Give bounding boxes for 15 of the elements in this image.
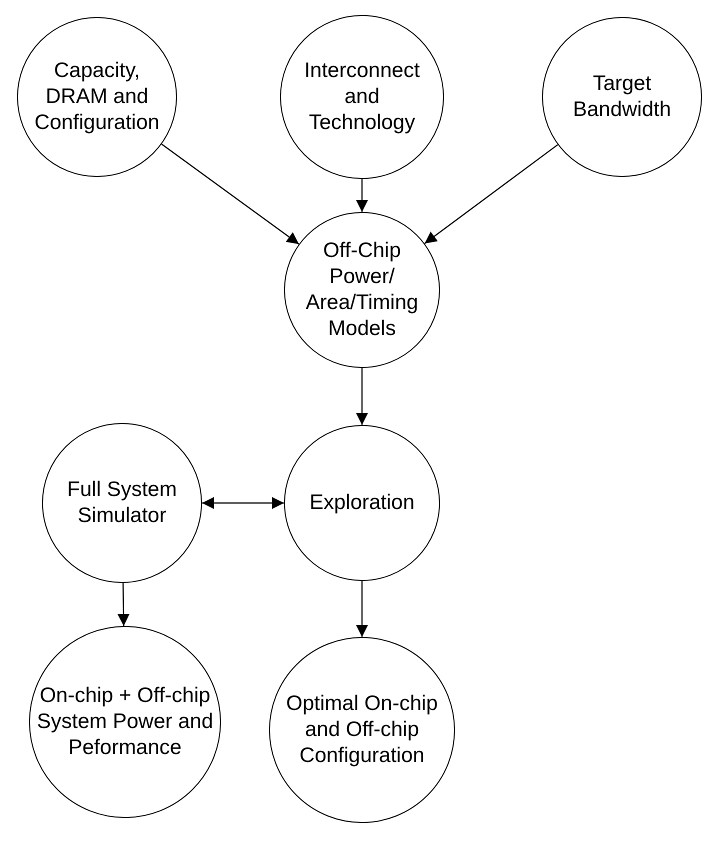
node-label: Target Bandwidth	[572, 70, 672, 123]
arrow	[424, 144, 558, 244]
arrow	[118, 582, 130, 626]
node-label: Exploration	[309, 490, 415, 516]
node-label: Off-Chip Power/ Area/Timing Models	[304, 238, 420, 342]
node-label: Capacity, DRAM and Configuration	[34, 58, 160, 136]
node-label: On-chip + Off-chip System Power and Peformance	[36, 682, 214, 762]
node-label: Optimal On-chip and Off-chip Configuration	[285, 690, 439, 770]
arrow	[161, 144, 300, 245]
node-label: Interconnect and Technology	[303, 58, 421, 136]
arrow	[356, 179, 368, 212]
arrow	[356, 581, 368, 637]
arrow	[356, 368, 368, 425]
node-label: Full System Simulator	[66, 476, 178, 529]
arrow	[202, 497, 284, 509]
